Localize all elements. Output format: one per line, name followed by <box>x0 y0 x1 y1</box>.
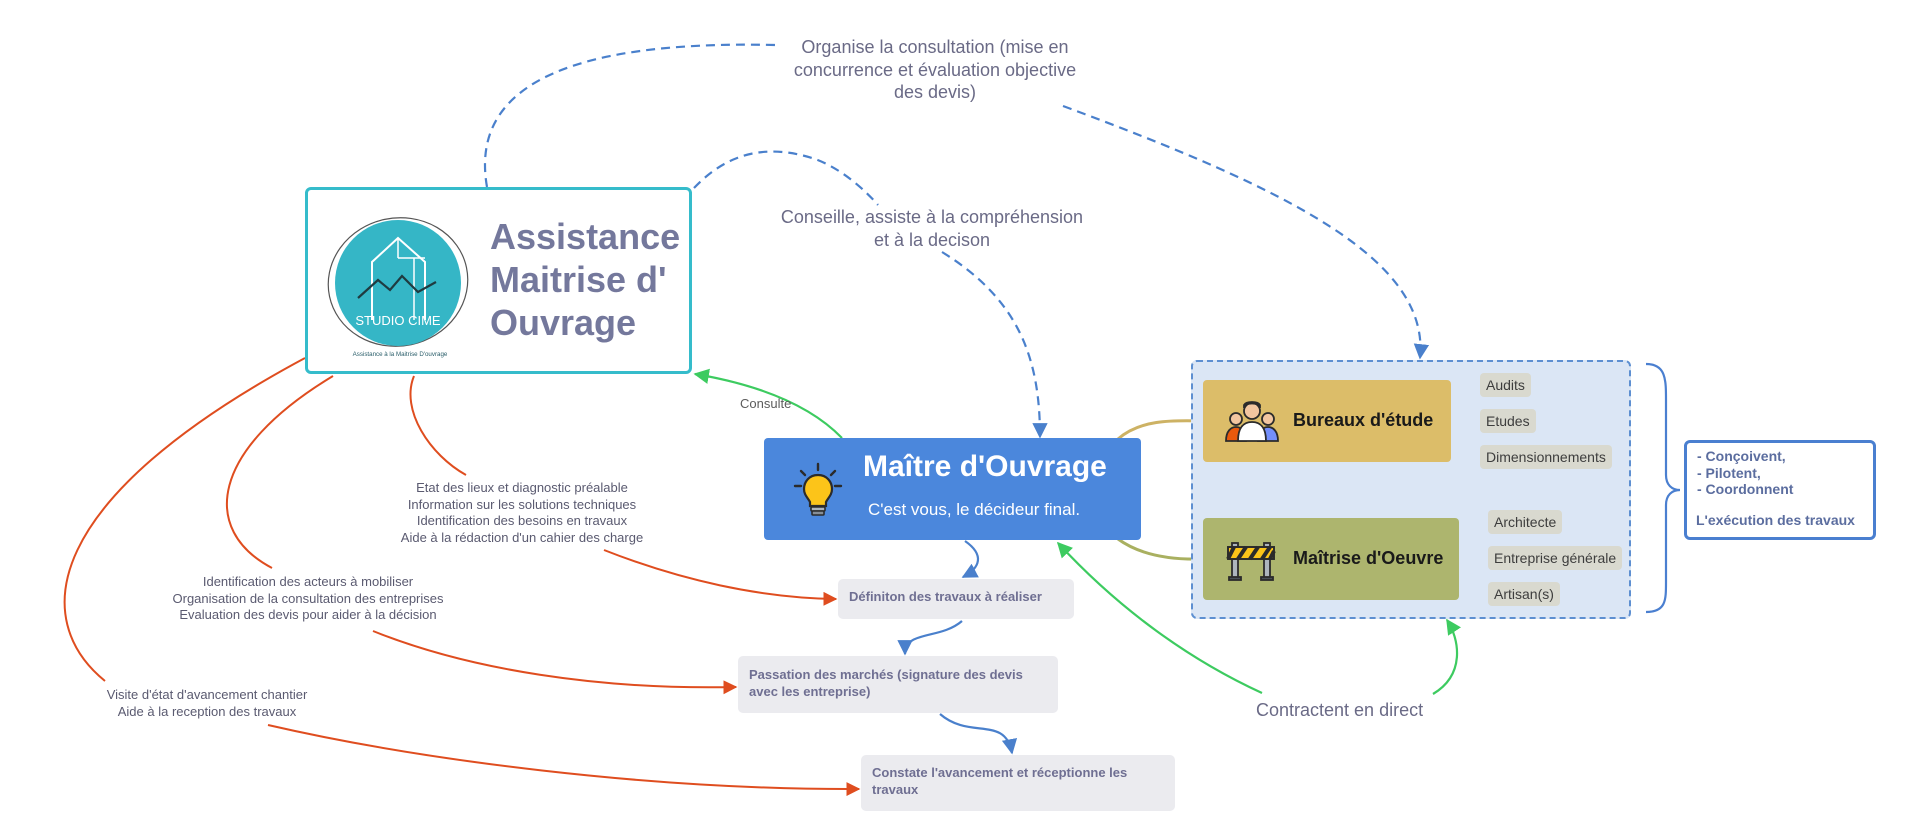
result-item: - Coordonnent <box>1697 481 1794 498</box>
link-consulte <box>693 368 843 439</box>
link-contractent-mo <box>1056 541 1263 694</box>
note-line: Information sur les solutions techniques <box>407 496 637 512</box>
amo-title-line: Maitrise d' <box>490 259 667 301</box>
step-passation-marches: Passation des marchés (signature des dev… <box>738 656 1058 713</box>
note-diagnostic: Etat des lieux et diagnostic préalable I… <box>372 480 672 546</box>
result-box <box>1684 440 1876 540</box>
note-line: Etat des lieux et diagnostic préalable <box>416 480 628 495</box>
note-line: Organise la consultation (mise en <box>801 37 1069 57</box>
link-visite-step3 <box>267 724 861 797</box>
note-line: Aide à la reception des travaux <box>117 703 297 719</box>
amo-title: Assistance Maitrise d' Ouvrage <box>490 215 690 345</box>
result-item: - Pilotent, <box>1697 464 1761 481</box>
maitrise-oeuvre-label: Maîtrise d'Oeuvre <box>1293 548 1444 568</box>
note-line: Organisation de la consultation des entr… <box>172 590 444 606</box>
note-line: Conseille, assiste à la compréhension <box>780 207 1084 227</box>
consulte-label: Consulte <box>740 396 792 411</box>
note-line: et à la decison <box>873 229 991 250</box>
link-diagnostic-step1 <box>603 549 838 606</box>
tag-dimensionnements: Dimensionnements <box>1480 445 1612 469</box>
note-line: Evaluation des devis pour aider à la déc… <box>179 607 437 622</box>
maitre-ouvrage-title: Maître d'Ouvrage <box>863 450 1107 483</box>
note-line: des devis) <box>893 82 977 102</box>
logo-text: STUDIO CIME <box>355 313 441 328</box>
maitre-ouvrage-subtitle: C'est vous, le décideur final. <box>868 500 1081 519</box>
link-amo-diagnostic <box>409 375 467 476</box>
note-organise-consultation: Organise la consultation (mise en concur… <box>775 36 1095 104</box>
link-step1-step2 <box>897 620 963 656</box>
link-conseille-mo <box>941 251 1048 439</box>
studio-cime-logo: STUDIO CIME Assistance à la Maitrise D'o… <box>327 217 469 358</box>
note-line: Identification des acteurs à mobiliser <box>202 574 414 589</box>
lightbulb-icon <box>793 462 843 516</box>
note-line: Visite d'état d'avancement chantier <box>106 687 308 702</box>
tag-audits: Audits <box>1480 373 1531 397</box>
link-contractent-group <box>1432 618 1462 695</box>
contractent-label: Contractent en direct <box>1256 700 1424 720</box>
note-visite: Visite d'état d'avancement chantier Aide… <box>82 687 332 720</box>
tag-etudes: Etudes <box>1480 409 1536 433</box>
note-line: Identification des besoins en travaux <box>416 513 628 528</box>
step-constate-avancement: Constate l'avancement et réceptionne les… <box>861 755 1175 811</box>
tag-architecte: Architecte <box>1488 510 1563 534</box>
tag-artisans: Artisan(s) <box>1488 582 1560 606</box>
bureaux-etude-label: Bureaux d'étude <box>1293 410 1434 430</box>
note-line: concurrence et évaluation objective <box>793 59 1077 80</box>
note-acteurs: Identification des acteurs à mobiliser O… <box>148 574 468 624</box>
result-conclusion: L'exécution des travaux <box>1696 512 1855 528</box>
note-line: Aide à la rédaction d'un cahier des char… <box>400 529 644 545</box>
road-barrier-icon <box>1226 542 1276 581</box>
amo-title-line: Assistance <box>490 216 681 257</box>
step-definition-travaux: Définiton des travaux à réaliser <box>838 579 1074 619</box>
link-step2-step3 <box>939 713 1018 755</box>
note-conseille: Conseille, assiste à la compréhension et… <box>752 206 1112 251</box>
link-amo-acteurs <box>226 375 334 569</box>
link-acteurs-step2 <box>372 630 738 695</box>
link-amo-conseille <box>693 150 879 206</box>
bureaux-etude-box <box>1203 380 1451 462</box>
link-amo-organise <box>483 43 776 188</box>
link-mo-step1 <box>961 540 979 578</box>
logo-caption: Assistance à la Maitrise D'ouvrage <box>353 351 448 358</box>
tag-entreprise-generale: Entreprise générale <box>1488 546 1623 570</box>
group-brace <box>1645 362 1681 614</box>
people-icon <box>1225 401 1279 442</box>
link-amo-visite <box>63 357 306 682</box>
amo-title-line: Ouvrage <box>490 302 637 344</box>
result-list: - Conçoivent, - Pilotent, - Coordonnent <box>1697 448 1793 498</box>
result-item: - Conçoivent, <box>1697 448 1786 464</box>
link-organise-group <box>1062 104 1430 360</box>
